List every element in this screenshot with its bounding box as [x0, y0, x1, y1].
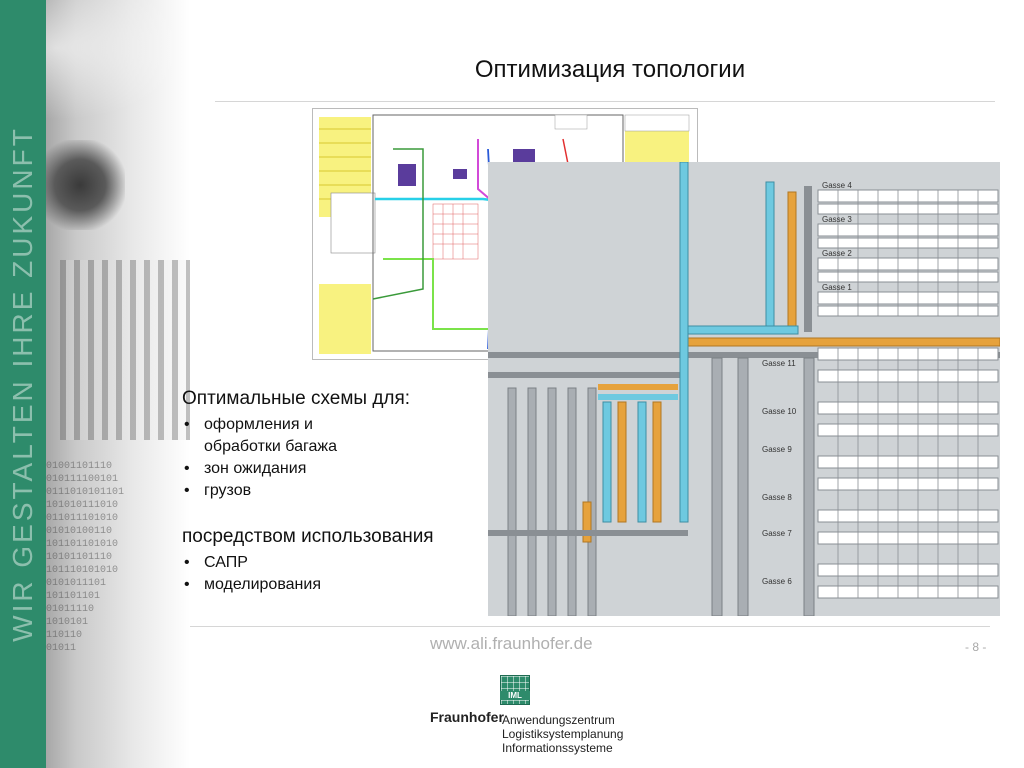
gasse-label: Gasse 4 — [822, 181, 852, 190]
iml-logo-icon — [500, 675, 530, 705]
institute-line: Anwendungszentrum — [502, 713, 615, 727]
binary-texture: 101001101110 1010111100101 1011101010110… — [40, 461, 125, 654]
list-item: моделирования — [182, 574, 492, 596]
list2-heading: посредством использования — [182, 526, 434, 547]
gasse-label: Gasse 10 — [762, 407, 797, 416]
vertical-slogan: WIR GESTALTEN IHRE ZUKUNFT — [7, 126, 38, 642]
fraunhofer-logo: IML Fraunhofer Anwendungszentrum Logisti… — [430, 675, 690, 765]
gasse-label: Gasse 6 — [762, 577, 792, 586]
text-column: Оптимальные схемы для: оформления и обра… — [182, 388, 492, 596]
list1-heading: Оптимальные схемы для: — [182, 388, 411, 409]
list1: оформления и обработки багажа зон ожидан… — [182, 414, 492, 502]
institute-name: Anwendungszentrum Logistiksystemplanung … — [502, 713, 623, 755]
footer-divider — [190, 626, 990, 627]
gasse-label: Gasse 7 — [762, 529, 792, 538]
list-item: грузов — [182, 480, 492, 502]
list-item: оформления и обработки багажа — [182, 414, 352, 458]
gasse-label: Gasse 1 — [822, 283, 852, 292]
conveyor-svg: Gasse 4 Gasse 3 Gasse 2 Gasse 1 — [488, 161, 1001, 617]
conveyor-simulation-diagram: Gasse 4 Gasse 3 Gasse 2 Gasse 1 — [488, 161, 1001, 617]
institute-line: Logistiksystemplanung — [502, 727, 624, 741]
shelves-photo — [60, 260, 190, 440]
forklift-photo — [35, 140, 125, 230]
institute-line: Informationssysteme — [502, 741, 613, 755]
slide-title: Оптимизация топологии — [474, 56, 746, 83]
gasse-label: Gasse 2 — [822, 249, 852, 258]
brand-strip: WIR GESTALTEN IHRE ZUKUNFT — [0, 0, 46, 768]
gasse-label: Gasse 3 — [822, 215, 852, 224]
title-divider — [215, 101, 995, 102]
gasse-label: Gasse 8 — [762, 493, 792, 502]
fraunhofer-wordmark: Fraunhofer — [430, 709, 504, 725]
list-item: САПР — [182, 552, 492, 574]
page-number: - 8 - — [965, 640, 987, 654]
gasse-label: Gasse 11 — [762, 359, 796, 368]
list2: САПР моделирования — [182, 552, 492, 596]
footer-url: www.ali.fraunhofer.de — [430, 634, 593, 653]
gasse-label: Gasse 9 — [762, 445, 792, 454]
list-item: зон ожидания — [182, 458, 492, 480]
iml-badge: IML — [500, 691, 530, 700]
